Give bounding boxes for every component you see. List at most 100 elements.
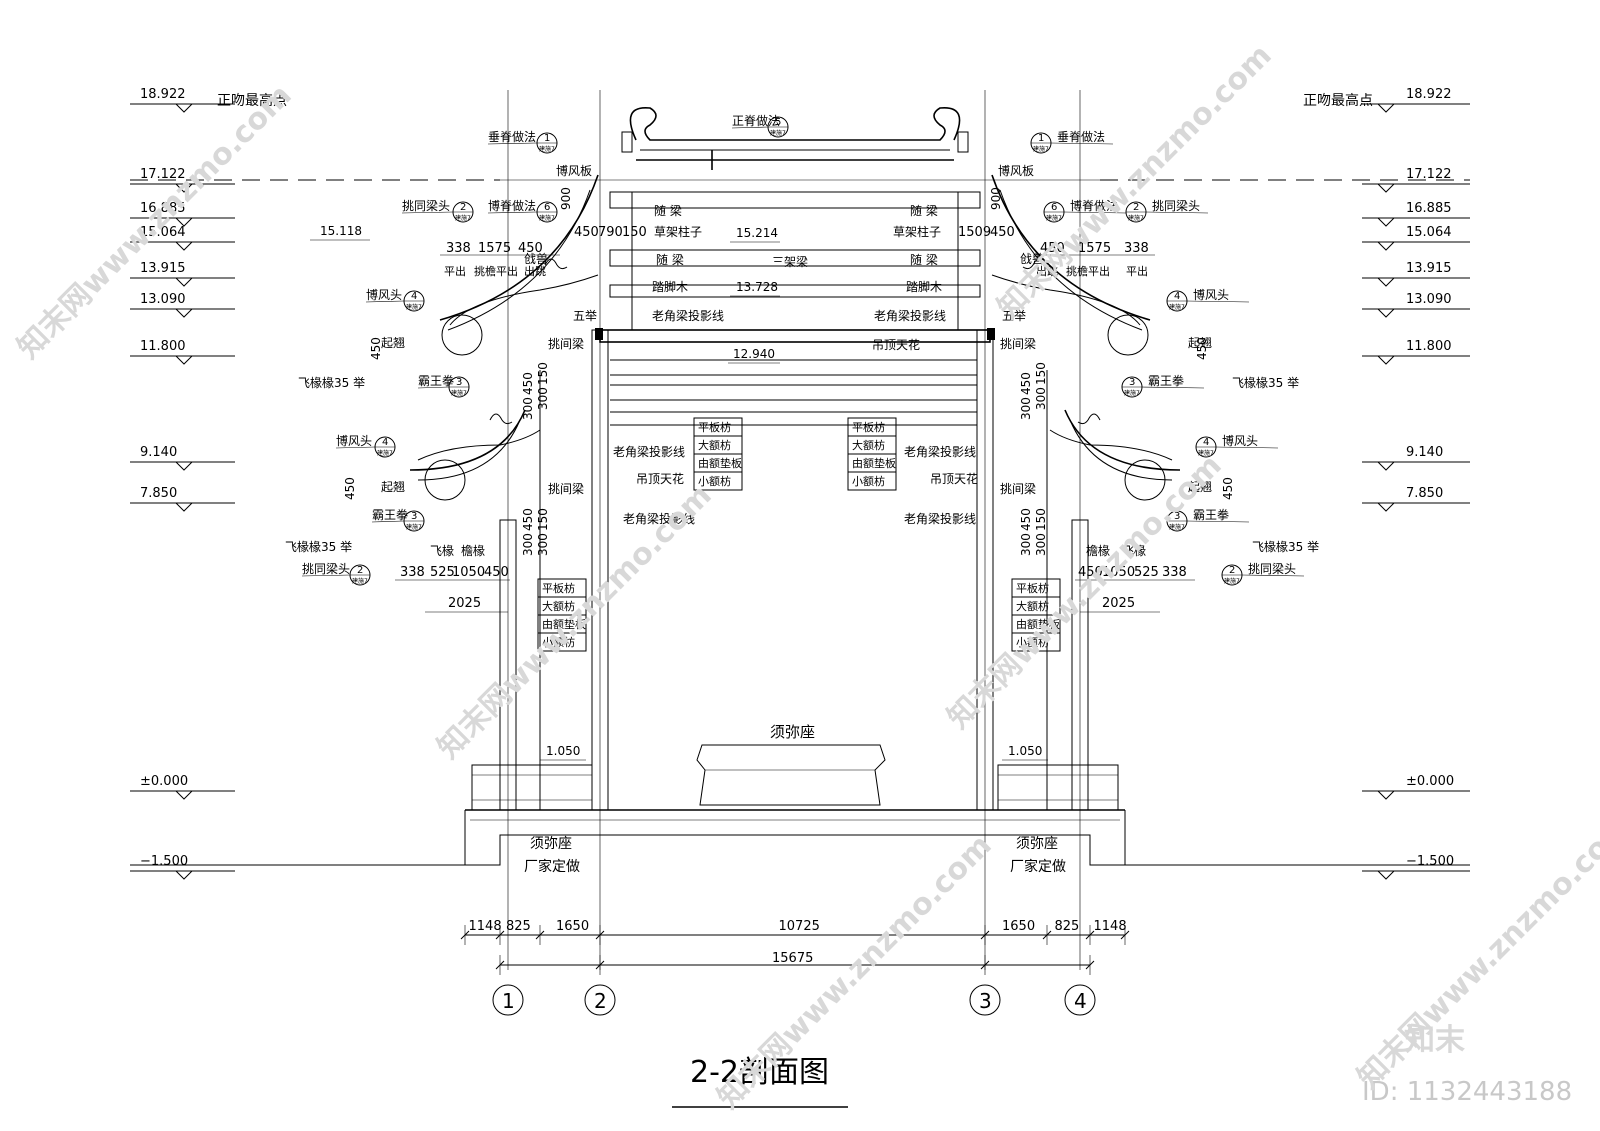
label-diaoding-right: 吊顶天花 (930, 471, 978, 486)
elevation-marker: ±0.000 (1362, 774, 1470, 800)
callout-ref: 建施7 (377, 449, 393, 457)
label-bofengban-right: 博风板 (998, 163, 1034, 178)
column-dimensions: 300 450 300 150 300 450 300 150 300 450 … (521, 362, 1048, 556)
dim-lower-right-4: 338 (1162, 565, 1187, 580)
callout-ref: 建施7 (406, 523, 422, 531)
dim-total: 15675 (772, 951, 813, 966)
elevation-value: −1.500 (140, 854, 188, 869)
elevation-value: 16.885 (1406, 201, 1452, 216)
label-suiliang-right: 随 梁 (910, 203, 938, 218)
beam-stack-label: 由额垫板 (542, 617, 586, 631)
elevation-value: ±0.000 (140, 774, 188, 789)
label-diaoding-upper: 吊顶天花 (872, 337, 920, 352)
callout-ref: 建施7 (1169, 303, 1185, 311)
label-xumizuo-base-right: 须弥座 (1016, 835, 1058, 852)
elevation-marker: 16.885 (130, 201, 235, 227)
callout-text: 正脊做法 (732, 113, 780, 128)
callout-number: 3 (1129, 377, 1135, 388)
dim-roof-left-3: 450 (518, 241, 543, 256)
inner-elevations: 15.118 15.214 13.728 12.940 1.050 1.050 (310, 224, 1048, 761)
label-suiliang-lower-left: 随 梁 (656, 252, 684, 267)
callout-number: 6 (544, 202, 550, 213)
elev-13728: 13.728 (736, 280, 778, 294)
beam-stack-label: 平板枋 (852, 420, 885, 434)
callout-ref: 建施7 (770, 129, 786, 137)
dim-roof-right-3: 338 (1124, 241, 1149, 256)
callout-ref: 建施7 (1169, 523, 1185, 531)
callout-number: 4 (411, 291, 417, 302)
label-qianju-right: 戗兽 (1020, 252, 1044, 266)
callout-ref: 建施7 (1224, 577, 1240, 585)
dim-col-lower-right-1: 300 (1019, 533, 1033, 556)
callout-number: 6 (1051, 202, 1057, 213)
callout-text: 霸王拳 (1148, 373, 1184, 388)
label-sanjia: 三架梁 (772, 254, 808, 269)
label-feichuan-short-left: 飞椽 (430, 544, 454, 558)
dim-lower-right-2: 1050 (1102, 565, 1135, 580)
axis-bubble: 1 (492, 984, 524, 1016)
callout-ref: 建施7 (1033, 145, 1049, 153)
axis-number: 2 (594, 989, 607, 1013)
beam-stack-label: 大额枋 (1016, 599, 1049, 613)
elevation-value: 7.850 (1406, 486, 1443, 501)
callout-text: 垂脊做法 (1057, 129, 1105, 144)
elevation-marker: −1.500 (1362, 854, 1470, 880)
dim-top-left-1: 450 (574, 225, 599, 240)
callout-text: 霸王拳 (372, 507, 408, 522)
elevation-value: 18.922 (140, 87, 186, 102)
label-qiqiao-lower-right: 起翘 (1188, 480, 1212, 494)
callout-number: 3 (411, 511, 417, 522)
label-laojiao-upper-right: 老角梁投影线 (874, 308, 946, 323)
elevation-value: ±0.000 (1406, 774, 1454, 789)
label-qianju-left: 戗兽 (524, 252, 548, 266)
dim-col-upper-left-4: 150 (536, 362, 550, 385)
axis-bubble: 2 (584, 984, 616, 1016)
dim-900-left: 900 (559, 187, 573, 210)
elevation-marker: 17.122 (130, 167, 235, 193)
elevation-value: 7.850 (140, 486, 177, 501)
label-feichuan-lower-right: 飞椽椽35 举 (1252, 540, 1319, 554)
elevation-marker: 15.064 (1362, 225, 1470, 251)
beam-stack-label: 平板枋 (1016, 581, 1049, 595)
watermark-logo: 知末 (1405, 1023, 1465, 1058)
elevation-marker: 13.915 (130, 261, 235, 287)
label-bofengban: 博风板 (556, 163, 592, 178)
elevation-value: 18.922 (1406, 87, 1452, 102)
axis-number: 4 (1074, 989, 1087, 1013)
base-plinth (130, 744, 1470, 866)
label-tajiao-left: 踏脚木 (652, 279, 688, 294)
elevation-marker: 17.122 (1362, 167, 1470, 193)
right-elevation-markers: 18.922正吻最高点17.12216.88515.06413.91513.09… (1303, 87, 1470, 880)
label-caojia-left: 草架柱子 (654, 224, 702, 239)
bottom-dimension: 10725 (779, 919, 820, 934)
elevation-marker: 13.090 (130, 292, 235, 318)
label-tiaotongliang-upper-left: 挑间梁 (548, 336, 584, 351)
elevation-marker: 7.850 (130, 486, 235, 512)
dim-col-upper-left-2: 450 (521, 372, 535, 395)
dim-450-upper-right: 450 (1195, 337, 1209, 360)
callout-text: 垂脊做法 (488, 129, 536, 144)
elevation-value: 13.090 (140, 292, 186, 307)
elevation-marker: 7.850 (1362, 486, 1470, 512)
watermark-id: ID: 1132443188 (1362, 1077, 1572, 1107)
callout-number: 3 (456, 377, 462, 388)
watermark-site-4: 知末网www.znzmo.com (941, 448, 1229, 736)
dim-roof-left-1: 338 (446, 241, 471, 256)
elevation-value: 17.122 (1406, 167, 1452, 182)
callout-number: 4 (1203, 437, 1209, 448)
callout-number: 1 (1038, 133, 1044, 144)
label-laojiao-lower-right: 老角梁投影线 (904, 511, 976, 526)
dim-2025-right: 2025 (1102, 596, 1135, 611)
label-pingchu-right: 平出 (1126, 264, 1148, 278)
elevation-value: 13.090 (1406, 292, 1452, 307)
